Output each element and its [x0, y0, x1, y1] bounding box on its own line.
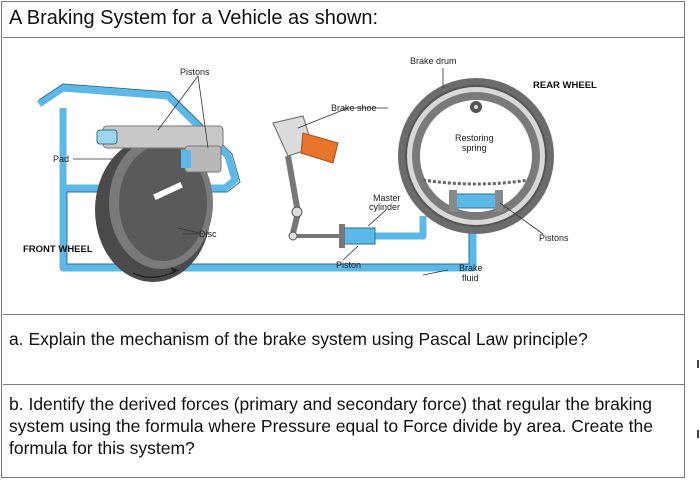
brake-pedal — [272, 115, 348, 241]
question-b-text: b. Identify the derived forces (primary … — [9, 394, 653, 458]
label-rear-wheel: REAR WHEEL — [533, 80, 597, 91]
label-restoring-spring-1: Restoring — [455, 133, 494, 143]
diagram-row: Pistons Brake drum REAR WHEEL Brake shoe… — [3, 38, 684, 315]
label-piston: Piston — [336, 260, 361, 270]
edge-tick-2 — [697, 430, 699, 438]
rear-wheel-drum — [398, 78, 554, 234]
brake-fluid-pipe — [37, 84, 477, 272]
label-brake-drum: Brake drum — [410, 56, 457, 66]
braking-system-diagram: Pistons Brake drum REAR WHEEL Brake shoe… — [23, 56, 597, 283]
label-brake-fluid-2: fluid — [462, 273, 479, 283]
label-pad: Pad — [53, 154, 69, 164]
label-brake-shoe: Brake shoe — [331, 103, 377, 113]
question-b-row: b. Identify the derived forces (primary … — [3, 385, 684, 478]
leader-lines — [73, 68, 544, 276]
master-cylinder — [339, 224, 376, 248]
question-a-text: a. Explain the mechanism of the brake sy… — [9, 329, 588, 349]
label-brake-fluid-1: Brake — [459, 263, 483, 273]
question-a-row: a. Explain the mechanism of the brake sy… — [3, 315, 684, 385]
label-pistons-right: Pistons — [539, 233, 569, 243]
front-wheel-disc — [95, 137, 213, 282]
caliper — [96, 125, 224, 173]
question-frame: A Braking System for a Vehicle as shown: — [1, 1, 685, 478]
label-disc: Disc — [199, 229, 217, 239]
label-pistons-top: Pistons — [180, 67, 210, 77]
pipe-outline — [38, 83, 470, 265]
label-master-cylinder-1: Master — [373, 193, 401, 203]
label-restoring-spring-2: spring — [462, 143, 487, 153]
edge-tick-1 — [697, 360, 699, 368]
question-title: A Braking System for a Vehicle as shown: — [9, 7, 379, 29]
label-front-wheel: FRONT WHEEL — [23, 244, 93, 255]
title-row: A Braking System for a Vehicle as shown: — [3, 2, 684, 38]
label-master-cylinder-2: cylinder — [369, 202, 400, 212]
